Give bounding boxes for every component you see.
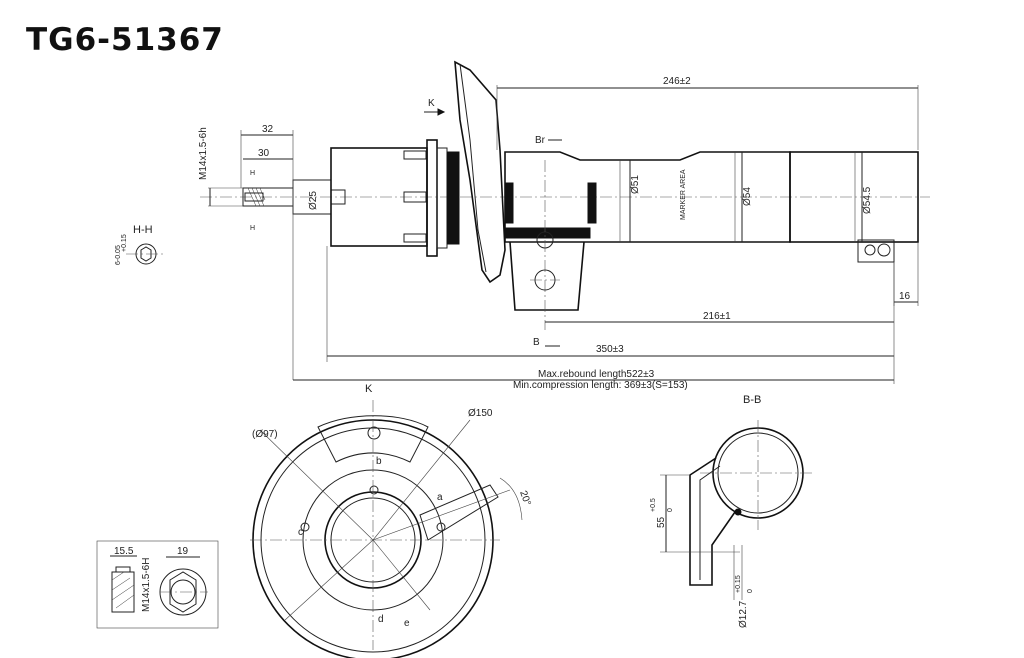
dim-d97: (Ø97) — [252, 429, 278, 440]
min-compression-length: Min.compression length: 369±3(S=153) — [513, 380, 688, 391]
dim-216: 216±1 — [703, 311, 731, 322]
section-b-bottom: B — [533, 337, 540, 348]
dim-d545: Ø54.5 — [862, 186, 873, 214]
section-b-top: Br — [535, 135, 546, 146]
dim-d150: Ø150 — [468, 408, 493, 419]
view-k-marker: K — [428, 98, 435, 109]
section-b-b: B-B 55 +0.5 0 Ø12.7 +0.15 0 — [650, 394, 815, 628]
dim-16: 16 — [899, 291, 911, 302]
dim-350: 350±3 — [596, 344, 624, 355]
dim-55-tol-upper: +0.5 — [650, 498, 657, 512]
dim-55: 55 — [656, 516, 667, 528]
dim-angle-20: 20° — [517, 489, 533, 507]
marker-area-label: MARKER AREA — [680, 169, 687, 220]
label-c: c — [298, 527, 303, 538]
dim-d25: Ø25 — [308, 191, 319, 210]
hh-tol-lower: 6-0.05 — [115, 245, 122, 265]
main-dimensions: 246±2 32 30 M14x1.5-6h H H Ø25 K Br B Ø5… — [198, 76, 919, 391]
dim-32: 32 — [262, 124, 274, 135]
dim-d12-7: Ø12.7 — [738, 600, 749, 628]
strut-side-view: MARKER AREA — [200, 60, 930, 330]
section-h-bottom: H — [250, 225, 255, 232]
section-b-b-label: B-B — [743, 394, 761, 406]
label-b: b — [376, 456, 382, 467]
dim-246: 246±2 — [663, 76, 691, 87]
dim-d51: Ø51 — [630, 175, 641, 194]
dim-19: 19 — [177, 546, 189, 557]
dim-30: 30 — [258, 148, 270, 159]
section-h-top: H — [250, 170, 255, 177]
label-d: d — [378, 614, 384, 625]
dim-d12-7-tol-lower: 0 — [747, 589, 754, 593]
label-e: e — [404, 618, 410, 629]
nut-detail: 15.5 M14x1.5-6H 19 — [96, 540, 219, 629]
dim-d54: Ø54 — [742, 187, 753, 206]
section-h-h: H-H 6-0.05 +0.15 — [115, 224, 166, 265]
dim-55-tol-lower: 0 — [667, 508, 674, 512]
label-a: a — [437, 492, 443, 503]
hh-tol-upper: +0.15 — [121, 234, 128, 252]
dim-thread-nut: M14x1.5-6H — [141, 558, 152, 612]
part-number-title: TG6-51367 — [26, 22, 224, 58]
section-h-h-label: H-H — [133, 224, 153, 236]
dim-thread-main: M14x1.5-6h — [198, 127, 209, 180]
dim-15-5: 15.5 — [114, 546, 134, 557]
view-k: K Ø150 (Ø97) 20° b a c d e — [250, 383, 533, 658]
max-rebound-length: Max.rebound length522±3 — [538, 369, 655, 380]
view-k-label: K — [365, 383, 373, 395]
dim-d12-7-tol-upper: +0.15 — [735, 575, 742, 593]
